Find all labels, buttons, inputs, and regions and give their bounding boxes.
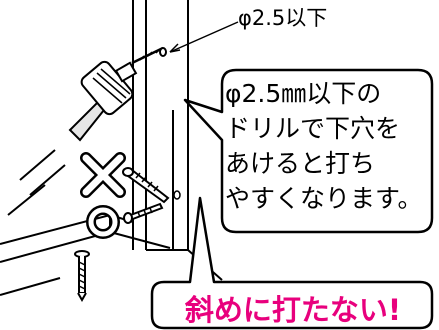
correct-circle-icon [86,205,120,239]
bubble-line: φ2.5㎜以下の [225,79,382,108]
dimension-label: φ2.5以下 [238,6,328,30]
screw-icon [122,167,170,204]
dimension-leader [169,21,239,53]
screw-icon-2 [123,202,164,224]
screw-icon-vertical [74,250,90,303]
bubble-line: ドリルで下穴を [225,114,401,143]
bubble-line: あけると打ち [225,149,376,178]
warning-bubble [150,196,434,330]
pilot-hole [173,190,181,200]
bubble-line: やすくなります。 [225,184,423,213]
drill-icon [68,46,167,142]
speech-bubble [183,68,434,234]
wrong-cross-icon [80,152,126,198]
bubble-note: φ2.5㎜以下の ドリルで下穴を あけると打ち やすくなります。 [225,76,425,216]
warning-text: 斜めに打たない! [184,293,402,327]
